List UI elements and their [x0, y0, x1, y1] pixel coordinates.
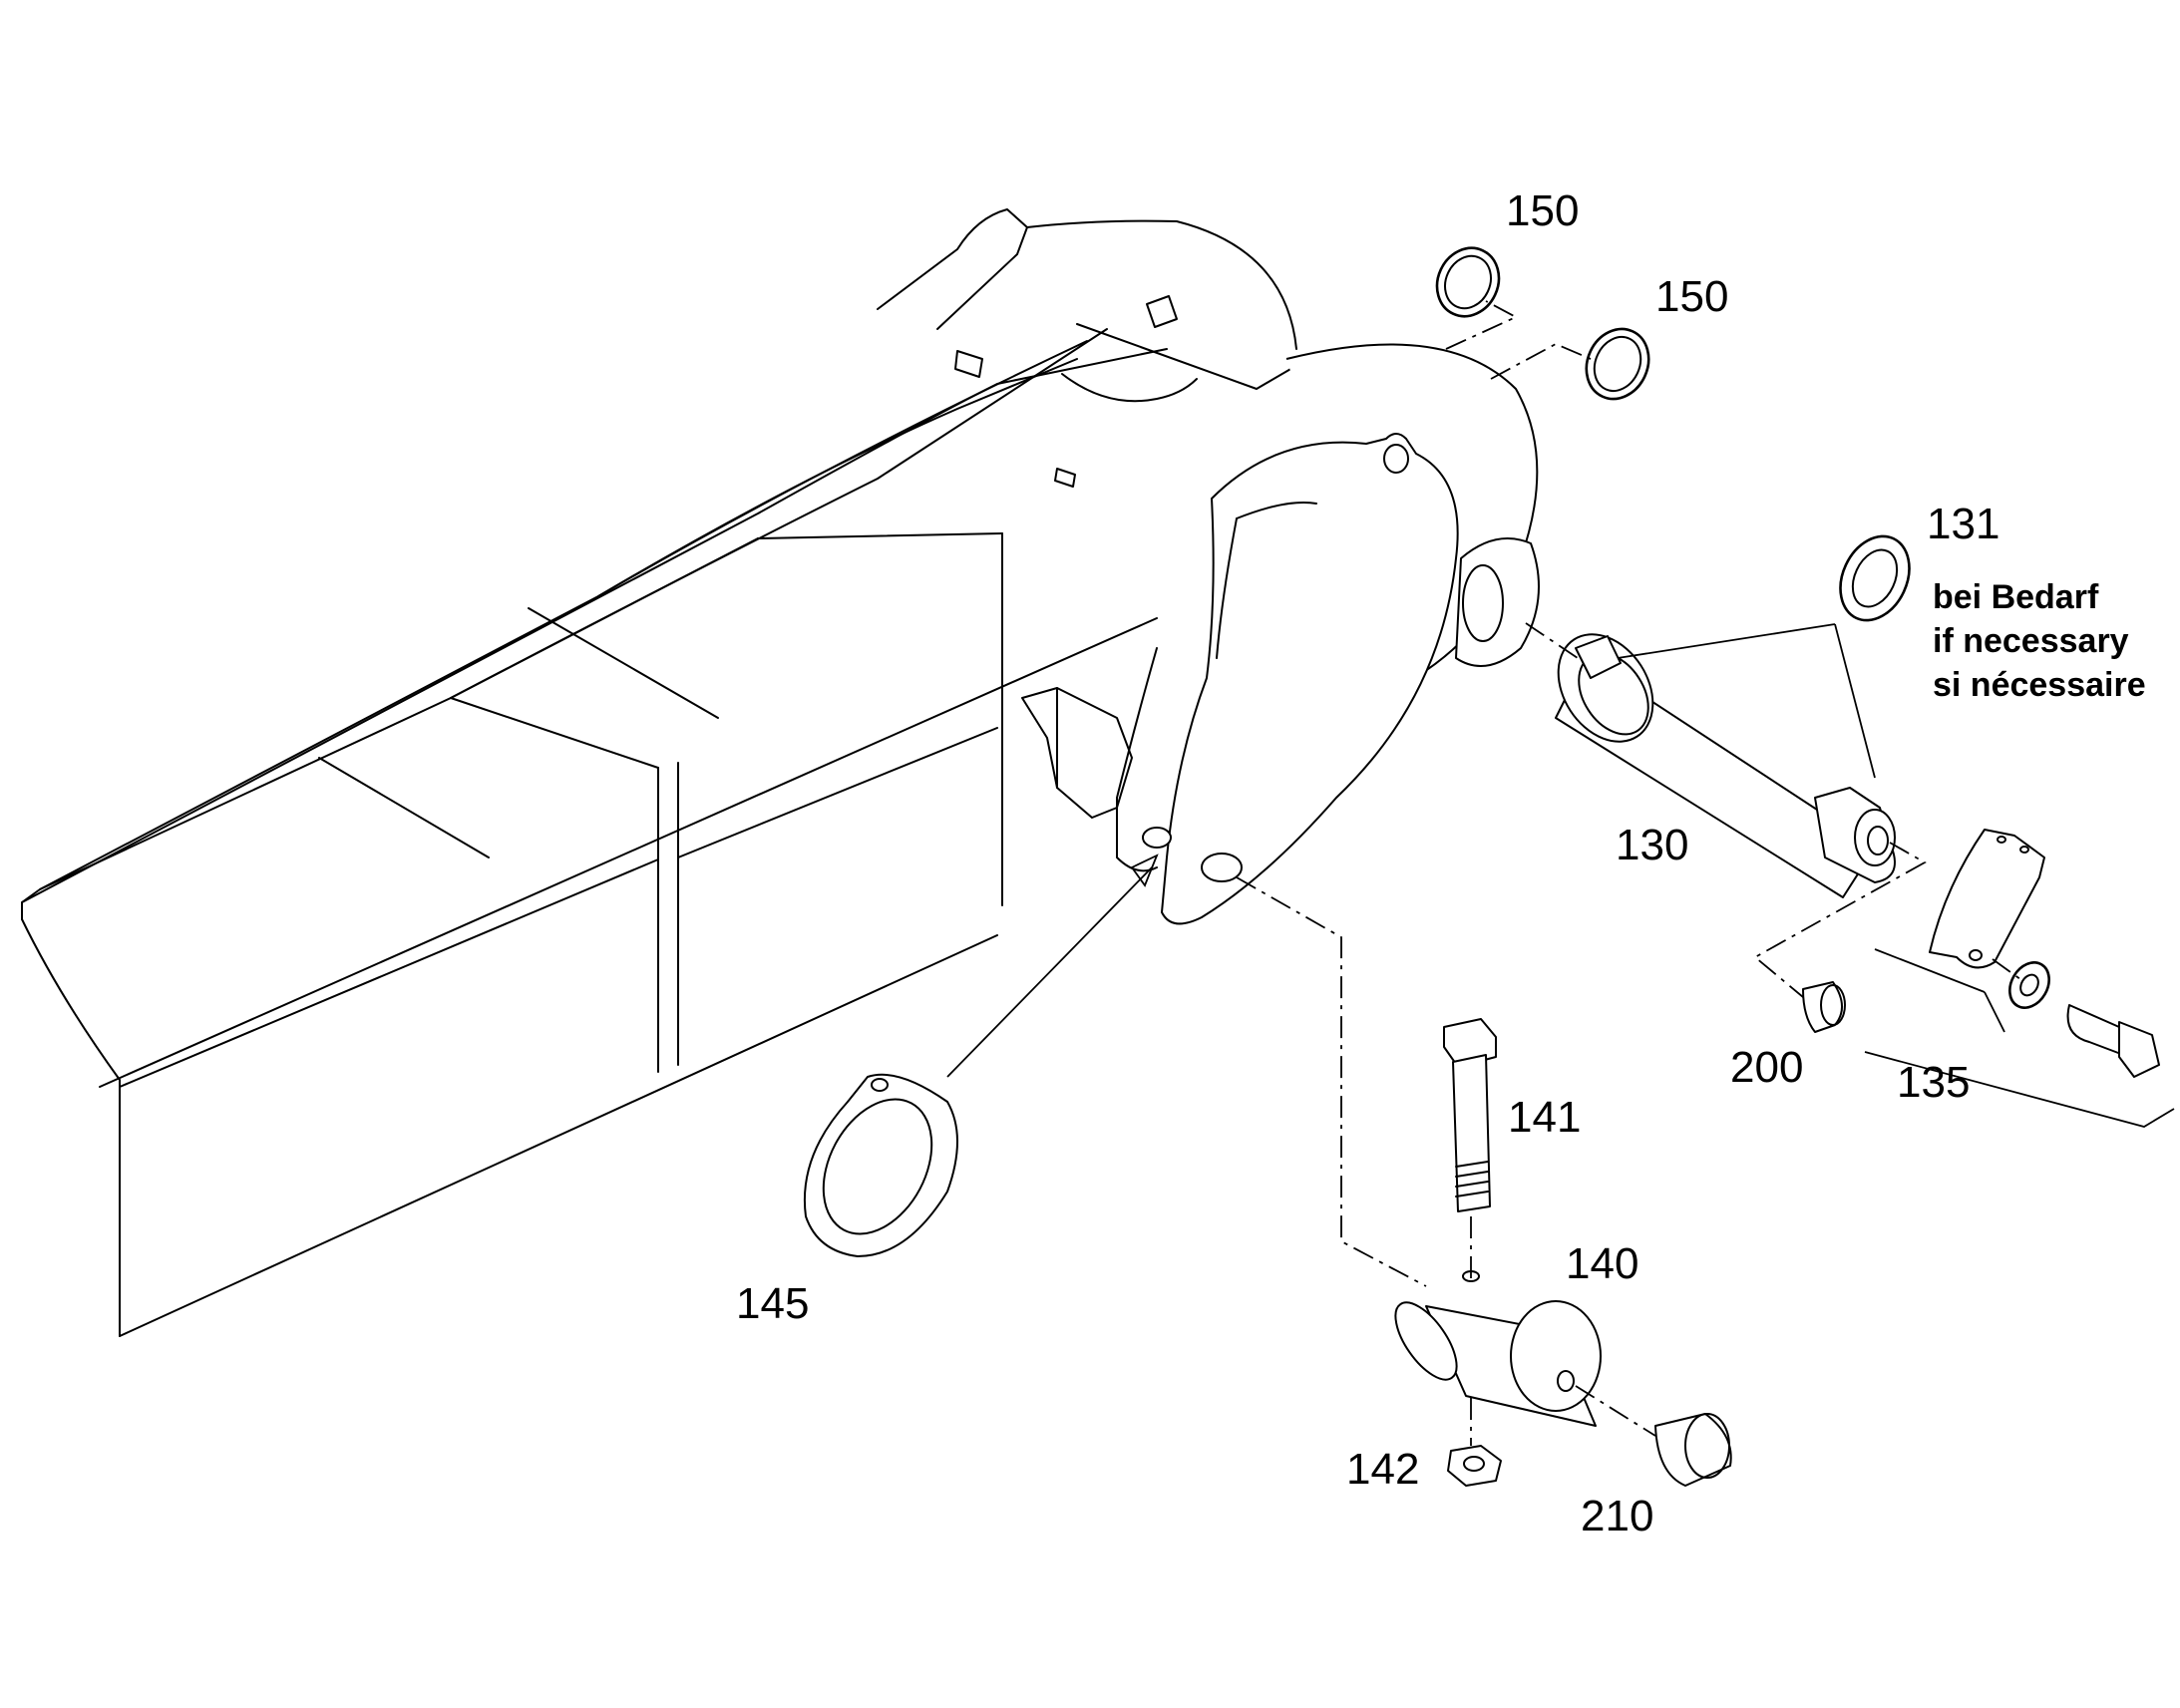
part-labels: 150 150 131 130 200 135 141 140 145 142 … [736, 186, 1999, 1540]
label-150-upper: 150 [1506, 186, 1579, 235]
locking-plate-135 [1929, 829, 2160, 1078]
note-line-de: bei Bedarf [1933, 578, 2099, 616]
leader-lines [946, 623, 2175, 1128]
label-141: 141 [1508, 1093, 1581, 1142]
label-150-lower: 150 [1655, 272, 1728, 321]
note-line-fr: si nécessaire [1933, 666, 2146, 704]
label-145: 145 [736, 1279, 809, 1328]
note-line-en: if necessary [1933, 622, 2129, 660]
label-135: 135 [1897, 1058, 1970, 1107]
plug-200 [1802, 981, 1846, 1033]
note-if-necessary: bei Bedarf if necessary si nécessaire [1933, 578, 2146, 704]
ring-150-upper [1435, 246, 1501, 318]
nut-142 [1447, 1445, 1502, 1487]
cap-210 [1654, 1413, 1732, 1487]
pivot-pin-130 [1555, 633, 1896, 898]
label-140: 140 [1566, 1239, 1638, 1288]
assembly-axis-lines [1236, 300, 2025, 1446]
label-210: 210 [1581, 1492, 1653, 1540]
label-200: 200 [1730, 1043, 1803, 1092]
sleeve-140 [1394, 1270, 1602, 1427]
ring-150-lower [1585, 327, 1650, 401]
boom-structure [21, 208, 1540, 1337]
bolt-141 [1443, 1018, 1497, 1212]
label-131: 131 [1927, 500, 1999, 548]
washer-131 [1839, 534, 1911, 622]
label-142: 142 [1346, 1445, 1419, 1494]
label-130: 130 [1616, 821, 1688, 869]
ring-plate-145 [803, 1073, 958, 1257]
